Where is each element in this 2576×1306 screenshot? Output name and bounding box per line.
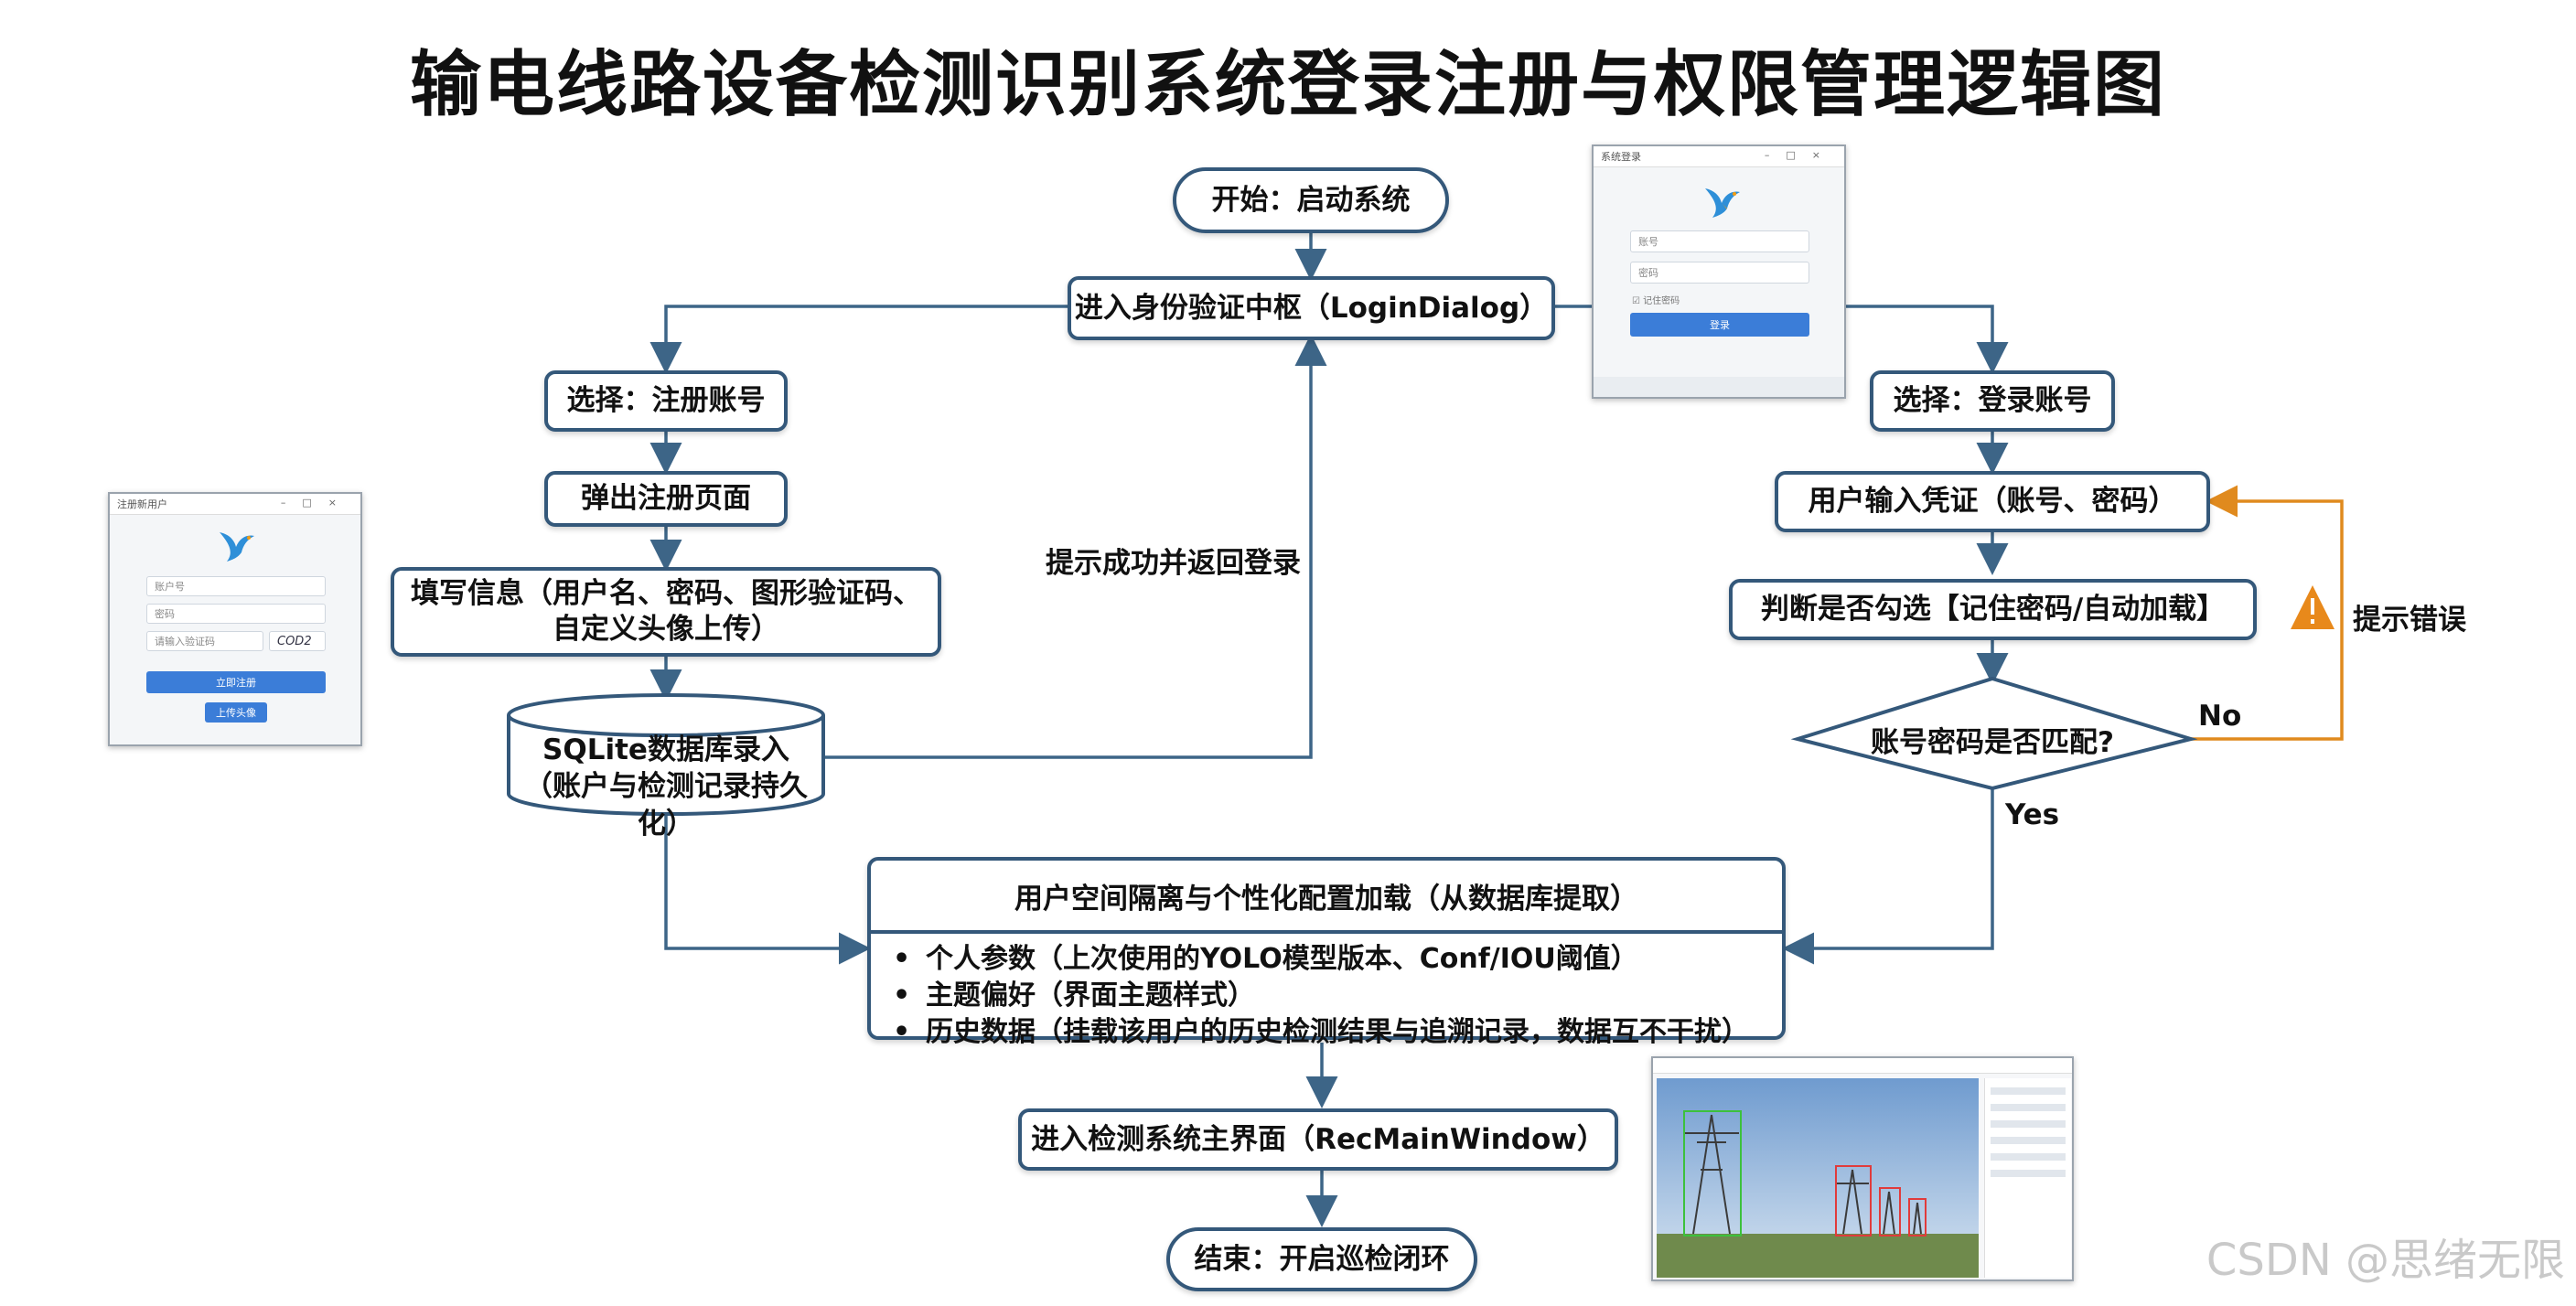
register-shot-captcha: 请输入验证码 xyxy=(146,631,263,651)
login-shot-account: 账号 xyxy=(1630,230,1809,252)
panel-item-history: 历史数据（挂载该用户的历史检测结果与追溯记录，数据互不干扰） xyxy=(893,1014,1782,1051)
window-controls-icon: –□× xyxy=(280,497,353,508)
arrow-sqlite-to-panel xyxy=(664,814,871,965)
bird-logo-icon xyxy=(220,532,254,562)
login-shot-footer xyxy=(1594,377,1844,397)
main-window-node: 进入检测系统主界面（RecMainWindow） xyxy=(1018,1108,1618,1171)
yes-label: Yes xyxy=(2005,798,2060,831)
main-shot-titlebar xyxy=(1653,1058,2072,1074)
diagram-title: 输电线路设备检测识别系统登录注册与权限管理逻辑图 xyxy=(409,44,2166,126)
end-node: 结束：开启巡检闭环 xyxy=(1166,1227,1477,1291)
register-shot-upload: 上传头像 xyxy=(205,702,267,723)
register-shot-account: 账户号 xyxy=(146,576,326,596)
main-window-screenshot xyxy=(1651,1056,2074,1281)
login-hub-node: 进入身份验证中枢（LoginDialog） xyxy=(1068,276,1555,340)
window-controls-icon: –□× xyxy=(1764,149,1837,161)
arrow-hub-to-register xyxy=(649,305,1068,374)
arrow-sqlite-to-hub xyxy=(825,334,1327,759)
login-shot-title: 系统登录 xyxy=(1601,151,1641,163)
sqlite-node: SQLite数据库录入 （账户与检测记录持久化） xyxy=(524,733,808,840)
match-decision-label: 账号密码是否匹配? xyxy=(1871,726,2114,759)
choose-login-node: 选择：登录账号 xyxy=(1870,370,2115,432)
login-shot-remember: ☑ 记住密码 xyxy=(1632,296,1680,306)
no-label: No xyxy=(2198,700,2242,733)
choose-register-node: 选择：注册账号 xyxy=(544,370,788,432)
warning-icon xyxy=(2291,585,2334,629)
register-shot-titlebar: 注册新用户 –□× xyxy=(110,494,360,515)
popup-register-node: 弹出注册页面 xyxy=(544,471,788,527)
bird-logo-icon xyxy=(1705,188,1740,218)
decision-diamond xyxy=(1790,676,2198,791)
arrow-no-to-input xyxy=(2191,485,2344,741)
register-shot-title: 注册新用户 xyxy=(117,498,167,510)
start-node: 开始：启动系统 xyxy=(1173,167,1449,233)
register-shot-password: 密码 xyxy=(146,604,326,624)
login-dialog-screenshot: 系统登录 –□× 账号 密码 ☑ 记住密码 登录 xyxy=(1592,145,1846,399)
login-shot-password: 密码 xyxy=(1630,262,1809,284)
prompt-error-label: 提示错误 xyxy=(2353,604,2466,637)
register-shot-captcha-code: COD2 xyxy=(269,631,326,651)
watermark: CSDN @思绪无限 xyxy=(2206,1235,2565,1286)
return-login-label: 提示成功并返回登录 xyxy=(1046,547,1301,580)
panel-list: 个人参数（上次使用的YOLO模型版本、Conf/IOU阈值） 主题偏好（界面主题… xyxy=(871,941,1782,1051)
user-config-panel: 用户空间隔离与个性化配置加载（从数据库提取） 个人参数（上次使用的YOLO模型版… xyxy=(867,857,1786,1051)
input-credentials-node: 用户输入凭证（账号、密码） xyxy=(1775,471,2210,532)
panel-heading: 用户空间隔离与个性化配置加载（从数据库提取） xyxy=(871,861,1782,934)
register-shot-button: 立即注册 xyxy=(146,671,326,693)
main-shot-sidebar xyxy=(1984,1078,2071,1278)
panel-item-params: 个人参数（上次使用的YOLO模型版本、Conf/IOU阈值） xyxy=(893,941,1782,978)
login-shot-titlebar: 系统登录 –□× xyxy=(1594,146,1844,167)
panel-item-theme: 主题偏好（界面主题样式） xyxy=(893,978,1782,1014)
remember-check-node: 判断是否勾选【记住密码/自动加载】 xyxy=(1729,579,2257,640)
fill-info-node: 填写信息（用户名、密码、图形验证码、 自定义头像上传） xyxy=(391,567,941,657)
arrow-match-to-panel xyxy=(1782,788,1994,965)
database-cylinder xyxy=(507,693,825,816)
register-dialog-screenshot: 注册新用户 –□× 账户号 密码 请输入验证码 COD2 立即注册 上传头像 xyxy=(108,492,362,746)
login-shot-button: 登录 xyxy=(1630,313,1809,337)
login-shot-remember-text: 记住密码 xyxy=(1643,296,1680,306)
power-tower-image xyxy=(1657,1078,1979,1278)
